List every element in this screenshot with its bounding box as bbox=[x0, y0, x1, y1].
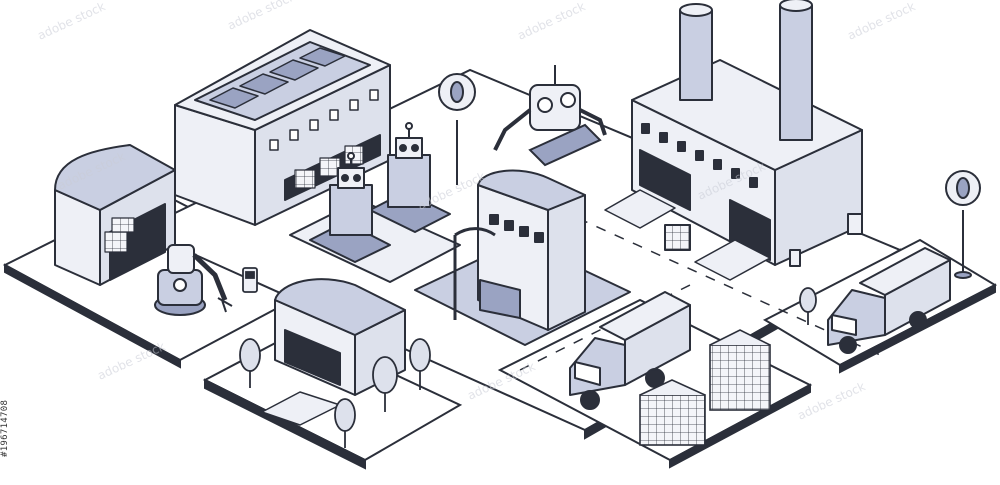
svg-text:adobe stock: adobe stock bbox=[35, 0, 107, 43]
robot-station bbox=[289, 122, 461, 283]
delivery-truck-center bbox=[569, 291, 691, 410]
map-pin-center bbox=[438, 73, 476, 185]
delivery-truck-right bbox=[827, 247, 951, 354]
svg-text:adobe stock: adobe stock bbox=[515, 0, 587, 43]
svg-text:adobe stock: adobe stock bbox=[225, 0, 297, 33]
charging-station bbox=[242, 267, 258, 293]
robot-arm bbox=[154, 244, 233, 316]
central-building bbox=[414, 169, 631, 346]
crate-stacks bbox=[639, 329, 771, 446]
stock-id-label: #196714708 bbox=[0, 399, 10, 457]
map-pin-right bbox=[945, 170, 981, 279]
crawler-robot bbox=[493, 65, 607, 167]
svg-text:adobe stock: adobe stock bbox=[845, 0, 917, 43]
warehouse-building bbox=[174, 29, 391, 226]
trees bbox=[239, 287, 817, 448]
small-garage bbox=[54, 144, 176, 286]
factory-building bbox=[604, 0, 863, 281]
svg-text:adobe stock: adobe stock bbox=[95, 339, 167, 383]
